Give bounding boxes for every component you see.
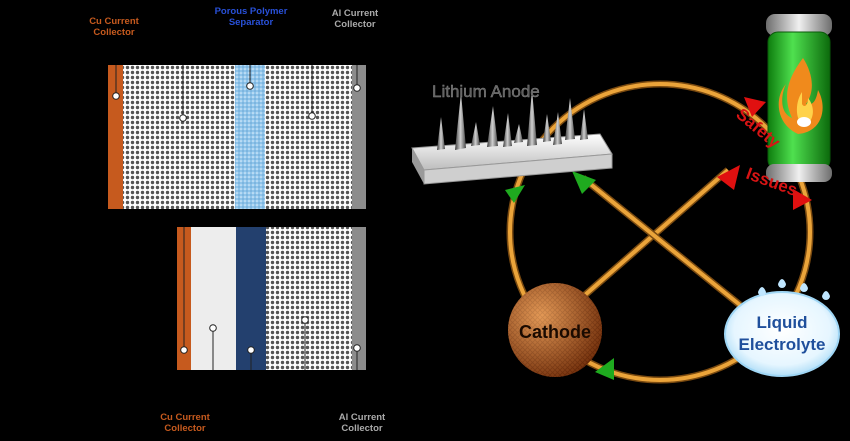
bottom-al-collector: [352, 227, 366, 370]
relationship-ring: [506, 80, 814, 384]
top-battery-cell: [108, 65, 366, 209]
arrow-safety-ring: [744, 97, 766, 117]
liquid-label: Liquid: [757, 313, 808, 332]
bottom-solid-electrolyte: [236, 227, 266, 370]
cathode-label: Cathode: [519, 322, 591, 342]
arrow-to-cathode: [595, 358, 614, 380]
lithium-anode-icon: [411, 90, 613, 185]
arrow-to-anode-left: [505, 185, 525, 203]
liquid-electrolyte-icon: [724, 279, 840, 377]
bottom-battery-cell: [177, 227, 366, 370]
arrow-safety-right: [793, 189, 812, 210]
top-cu-collector: [108, 65, 123, 209]
battery-fire-icon: [766, 14, 832, 182]
arrow-to-anode-cross: [572, 171, 596, 194]
top-al-collector: [352, 65, 366, 209]
lithium-anode-label: Lithium Anode: [432, 82, 540, 101]
cathode-sphere-icon: [508, 283, 602, 377]
electrolyte-label: Electrolyte: [739, 335, 826, 354]
arrow-safety-cross: [717, 165, 740, 190]
